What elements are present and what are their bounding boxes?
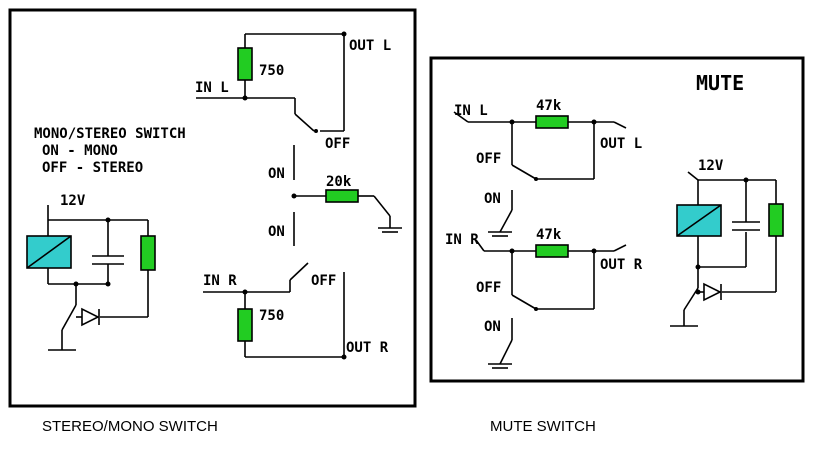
right-channel-path [203, 262, 347, 360]
stereo-out-l-label: OUT L [349, 38, 391, 54]
stereo-off-bottom-label: OFF [311, 273, 336, 289]
mute-bottom-resistor [535, 244, 569, 258]
mute-off-top-label: OFF [476, 151, 501, 167]
left-resistor [237, 47, 253, 81]
mode-desc-line1: MONO/STEREO SWITCH [34, 126, 186, 142]
mute-top-resistor [535, 115, 569, 129]
stereo-on-upper-label: ON [268, 166, 285, 182]
stereo-relay-driver [47, 205, 149, 351]
transistor [61, 304, 77, 331]
mute-off-bottom-label: OFF [476, 280, 501, 296]
stereo-out-r-label: OUT R [346, 340, 389, 356]
stereo-r-mid-label: 20k [326, 174, 352, 190]
stereo-in-l-label: IN L [195, 80, 229, 96]
mode-desc-line2: ON - MONO [42, 143, 118, 159]
mute-right-channel [475, 239, 627, 369]
stereo-in-r-label: IN R [203, 273, 237, 289]
diode [81, 307, 100, 327]
mute-in-l-label: IN L [454, 103, 488, 119]
mute-in-r-label: IN R [445, 232, 479, 248]
stereo-mono-caption: STEREO/MONO SWITCH [42, 418, 218, 435]
stereo-supply-label: 12V [60, 193, 86, 209]
mute-r-top-label: 47k [536, 98, 562, 114]
mute-caption: MUTE SWITCH [490, 418, 596, 435]
mute-out-l-label: OUT L [600, 136, 642, 152]
mute-r-bottom-label: 47k [536, 227, 562, 243]
left-channel-path [196, 31, 347, 133]
mono-switch [291, 145, 402, 246]
stereo-mono-panel: OUT L IN L 750 OFF MONO/STEREO SWITCH ON… [8, 8, 417, 408]
mute-title: MUTE [696, 71, 744, 95]
mid-resistor [325, 189, 359, 203]
mute-frame [429, 56, 805, 383]
mute-out-r-label: OUT R [600, 257, 643, 273]
right-switch-blade [289, 262, 309, 281]
mute-right-switch-blade [511, 294, 537, 310]
mute-relay-driver [670, 171, 777, 327]
mute-on-bottom-label: ON [484, 319, 501, 335]
stereo-driver-resistor [140, 235, 156, 271]
right-resistor [237, 308, 253, 342]
mute-diode [703, 282, 722, 302]
stereo-on-lower-label: ON [268, 224, 285, 240]
mute-driver-resistor [768, 203, 784, 237]
left-switch-blade [294, 113, 315, 132]
mute-panel: MUTE IN L 47k OUT L OFF ON 12V IN R 47k … [429, 56, 805, 383]
stereo-r-top-label: 750 [259, 63, 284, 79]
stereo-mono-frame [8, 8, 417, 408]
mode-desc-line3: OFF - STEREO [42, 160, 143, 176]
stereo-r-bottom-label: 750 [259, 308, 284, 324]
stereo-off-top-label: OFF [325, 136, 350, 152]
mute-supply-label: 12V [698, 158, 724, 174]
mute-on-top-label: ON [484, 191, 501, 207]
mute-left-switch-blade [511, 164, 537, 180]
mute-left-channel [453, 111, 627, 237]
